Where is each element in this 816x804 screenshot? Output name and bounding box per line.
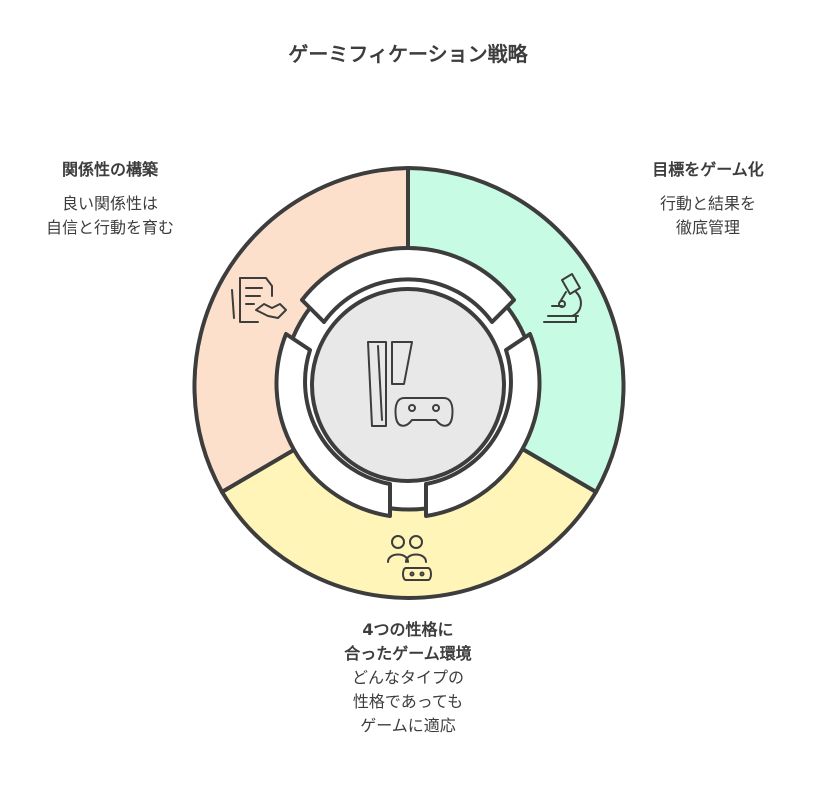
contract-handshake-icon bbox=[231, 277, 287, 323]
microscope-icon bbox=[543, 273, 582, 323]
label-relationship: 関係性の構築 良い関係性は 自信と行動を育む bbox=[20, 158, 200, 240]
label-goal-gamify-desc: 行動と結果を 徹底管理 bbox=[659, 194, 756, 237]
label-relationship-desc: 良い関係性は 自信と行動を育む bbox=[45, 194, 174, 237]
center-circle bbox=[310, 287, 506, 483]
label-personality-env-desc: どんなタイプの 性格であっても ゲームに適応 bbox=[351, 668, 464, 735]
inner-arc-left bbox=[274, 332, 392, 518]
inner-arc-top bbox=[300, 245, 516, 324]
label-relationship-heading: 関係性の構築 bbox=[61, 160, 158, 179]
inner-arc-right bbox=[424, 332, 542, 518]
console-gamepad-icon bbox=[367, 341, 454, 427]
label-personality-env: 4つの性格に 合ったゲーム環境 どんなタイプの 性格であっても ゲームに適応 bbox=[298, 618, 518, 738]
label-goal-gamify-heading: 目標をゲーム化 bbox=[652, 160, 764, 179]
label-personality-env-heading: 4つの性格に 合ったゲーム環境 bbox=[344, 620, 472, 663]
people-gamepad-icon bbox=[387, 535, 432, 581]
diagram-title: ゲーミフィケーション戦略 bbox=[288, 42, 528, 66]
label-goal-gamify: 目標をゲーム化 行動と結果を 徹底管理 bbox=[620, 158, 796, 240]
